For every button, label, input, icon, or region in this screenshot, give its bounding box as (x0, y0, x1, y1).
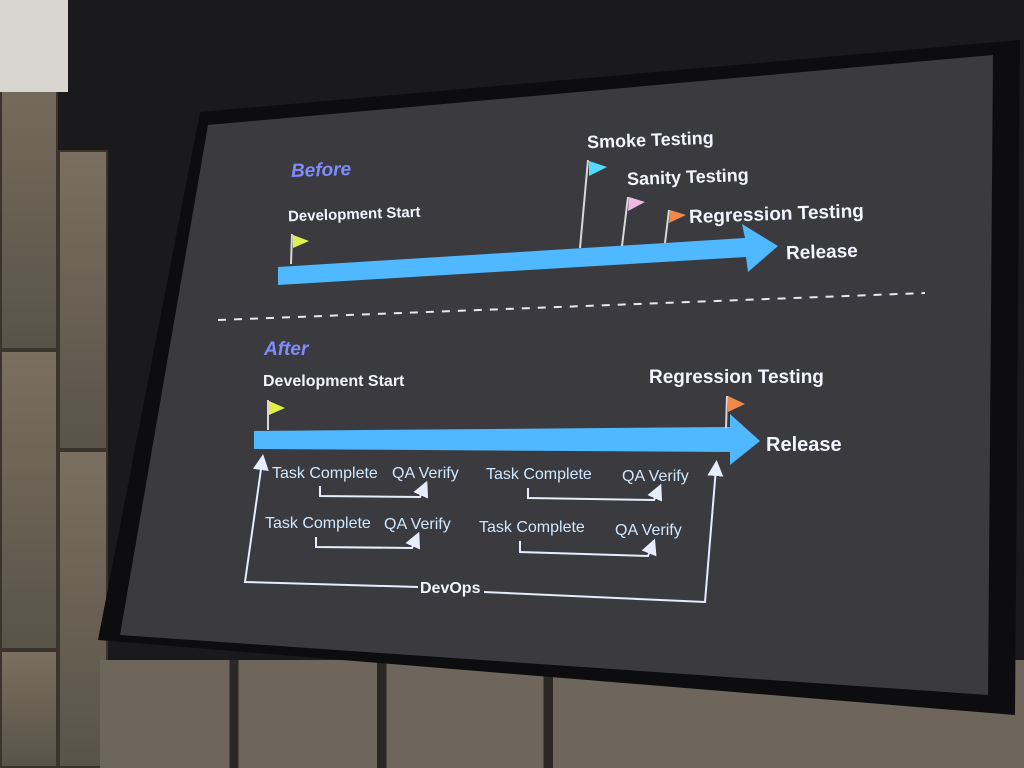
before-release-label: Release (786, 241, 859, 265)
devops-label: DevOps (420, 580, 480, 598)
sanity-testing-label: Sanity Testing (627, 165, 749, 190)
smoke-testing-label: Smoke Testing (587, 128, 714, 153)
task-complete-label: Task Complete (479, 519, 585, 537)
flag-pole (726, 396, 727, 428)
after-release-label: Release (766, 434, 842, 457)
smoke-flag-icon (589, 161, 607, 176)
qa-verify-label: QA Verify (622, 468, 689, 486)
cycle-connector (528, 488, 658, 500)
after-dev-start-flag-icon (269, 401, 285, 415)
qa-verify-label: QA Verify (392, 465, 459, 483)
section-divider (218, 293, 925, 320)
after-heading: After (264, 339, 308, 361)
dev-start-flag-icon (293, 235, 309, 248)
after-timeline-arrow (254, 414, 760, 465)
after-dev-start-label: Development Start (263, 373, 404, 391)
after-regression-testing-label: Regression Testing (649, 367, 824, 389)
cycle-connector (520, 541, 652, 556)
task-complete-label: Task Complete (265, 515, 371, 533)
flag-pole (291, 234, 292, 264)
task-complete-label: Task Complete (486, 466, 592, 484)
flag-pole (580, 160, 588, 248)
qa-verify-label: QA Verify (615, 522, 682, 540)
regression-flag-icon (669, 210, 686, 223)
after-regression-flag-icon (728, 396, 745, 412)
qa-verify-label: QA Verify (384, 516, 451, 534)
cycle-connector (316, 537, 416, 548)
sanity-flag-icon (628, 197, 645, 211)
flag-pole (622, 197, 628, 246)
task-complete-label: Task Complete (272, 465, 378, 483)
before-heading: Before (291, 159, 352, 183)
flag-pole (665, 210, 669, 243)
before-timeline-arrow (278, 224, 778, 285)
cycle-connector (320, 486, 424, 497)
